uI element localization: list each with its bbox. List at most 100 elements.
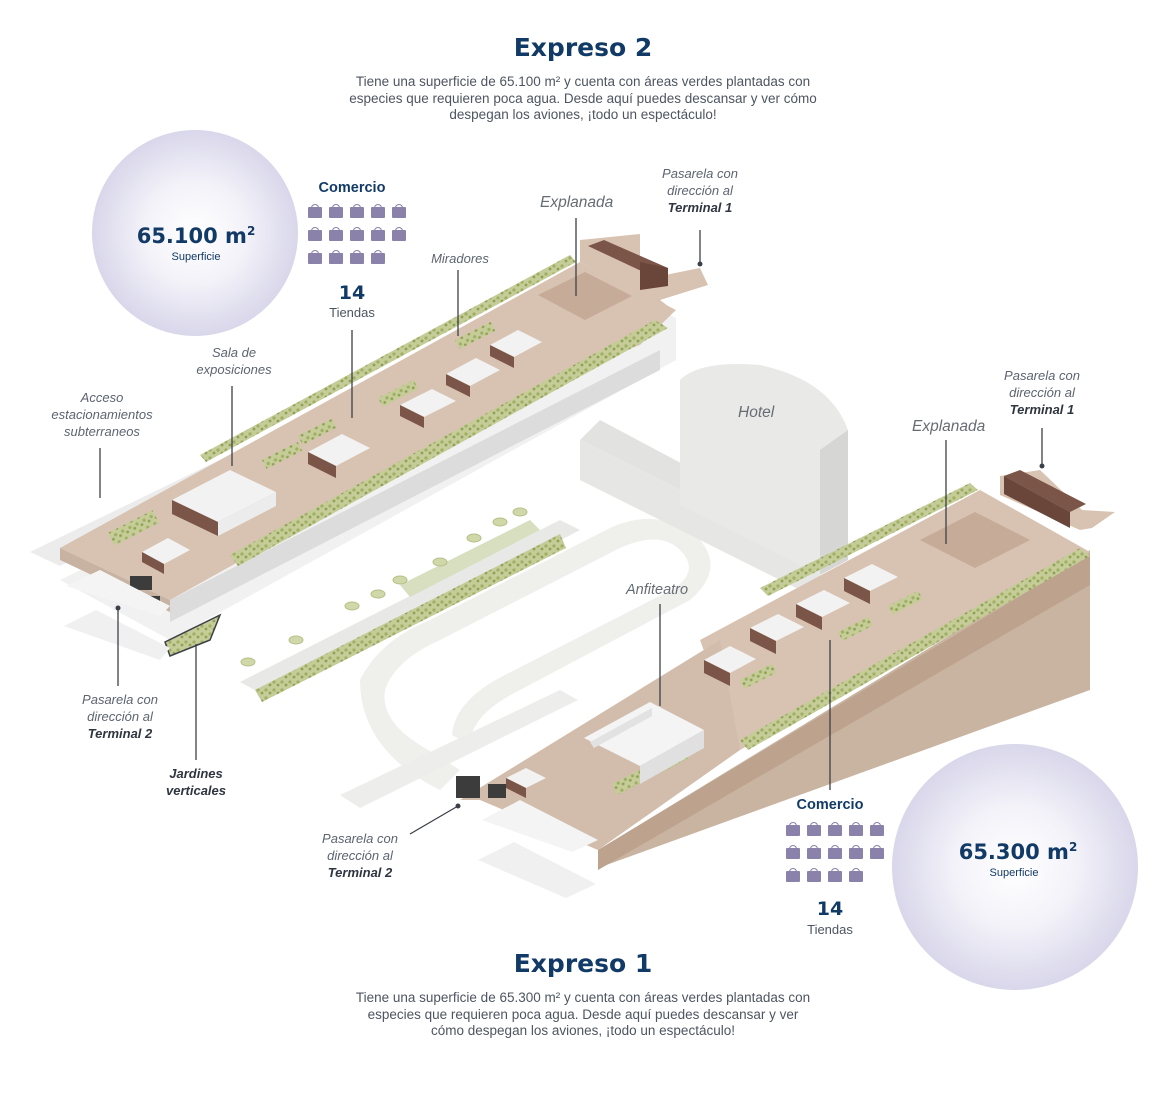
planter	[108, 510, 159, 546]
shopping-bag-icon	[786, 822, 800, 836]
area-superscript: 2	[1068, 840, 1078, 854]
expreso1-facade-front	[598, 554, 1090, 870]
shopping-bag-icon	[350, 204, 364, 218]
expreso2-tiendas-label: Tiendas	[329, 305, 375, 320]
hotel-tower	[680, 364, 848, 575]
label-line: Pasarela con	[1004, 368, 1080, 383]
planter	[740, 663, 777, 689]
shopping-bag-icon	[308, 204, 322, 218]
label-line: Sala de	[211, 345, 257, 360]
expreso2-desc-line: Tiene una superficie de 65.100 m² y cuen…	[355, 74, 811, 89]
amphitheater-walls	[640, 730, 704, 784]
label-pasarela-t1-top: Pasarela con dirección al Terminal 1	[640, 165, 760, 216]
shopping-bag-icon	[807, 822, 821, 836]
label-line: dirección al	[1009, 385, 1075, 400]
shopping-bag-icon	[849, 845, 863, 859]
shopping-bag-icon	[786, 868, 800, 882]
expreso1-tiendas-label: Tiendas	[807, 922, 853, 937]
expreso2-green-band-bottom	[230, 320, 668, 566]
expreso2-parking-1	[66, 570, 170, 616]
expreso1-green-band-top	[760, 483, 978, 596]
label-pasarela-t2-bottom: Pasarela con dirección al Terminal 2	[300, 830, 420, 881]
expreso1-description: Tiene una superficie de 65.300 m² y cuen…	[323, 990, 843, 1040]
expreso2-tiendas-count: 14	[338, 282, 366, 304]
shopping-bag-icon	[392, 227, 406, 241]
label-line: verticales	[166, 783, 226, 798]
label-line: Jardines	[169, 766, 223, 781]
expreso1-green-band-bottom	[740, 548, 1090, 750]
expreso1-title: Expreso 1	[513, 949, 653, 978]
expreso1-comercio-title: Comercio	[796, 797, 864, 813]
label-anfiteatro: Anfiteatro	[626, 582, 689, 598]
label-line: estacionamientos	[51, 407, 153, 422]
expreso2-facade-glass	[170, 350, 660, 622]
shopping-bag-icon	[849, 822, 863, 836]
planter	[887, 590, 923, 615]
shopping-bag-icon	[308, 250, 322, 264]
shopping-bag-icon	[329, 204, 343, 218]
label-line: Pasarela con	[322, 831, 398, 846]
label-line: exposiciones	[196, 362, 272, 377]
expreso1-desc-line: especies que requieren poca agua. Desde …	[367, 1006, 799, 1022]
planter-strip	[400, 520, 540, 597]
ground-road	[340, 690, 578, 808]
expreso1-area-label: Superficie	[989, 867, 1039, 879]
shopping-bag-icon	[371, 227, 385, 241]
label-line: Terminal 1	[1009, 402, 1075, 417]
label-line: Pasarela con	[82, 692, 158, 707]
leader-lines	[99, 218, 1043, 835]
shopping-bag-icon	[828, 845, 842, 859]
shopping-bag-icon	[350, 227, 364, 241]
expreso2-desc-line: despegan los aviones, ¡todo un espectácu…	[449, 107, 717, 122]
label-sala-exposiciones: Sala de exposiciones	[174, 344, 294, 378]
expreso1-desc-line: Tiene una superficie de 65.300 m² y cuen…	[355, 990, 811, 1005]
ground-runway-strip	[240, 520, 580, 694]
planter	[262, 441, 303, 469]
expreso1-bags	[786, 822, 884, 882]
shopping-bag-icon	[392, 204, 406, 218]
shopping-bag-icon	[308, 227, 322, 241]
label-line: Pasarela con	[662, 166, 738, 181]
expreso1-tiendas-count: 14	[816, 898, 844, 920]
expreso2-parking-2	[64, 610, 170, 660]
area-superscript: 2	[246, 224, 256, 238]
label-acceso-estacionamientos: Acceso estacionamientos subterraneos	[40, 389, 164, 440]
shopping-bag-icon	[329, 227, 343, 241]
shopping-bag-icon	[329, 250, 343, 264]
expreso2-green-band-top	[200, 255, 576, 462]
label-jardines-verticales: Jardines verticales	[136, 765, 256, 799]
shopping-bag-icon	[807, 845, 821, 859]
expreso1-explanada-square	[920, 512, 1030, 568]
shopping-bag-icon	[371, 204, 385, 218]
shopping-bag-icon	[371, 250, 385, 264]
label-pasarela-t2-left: Pasarela con dirección al Terminal 2	[60, 691, 180, 742]
trees-row	[240, 507, 528, 667]
expreso2-area-value: 65.100 m2	[136, 224, 256, 248]
hotel-tower-face	[820, 430, 848, 575]
leader-dots	[115, 261, 1045, 809]
label-line: Acceso	[80, 390, 124, 405]
expreso1-desc-line: cómo despegan los aviones, ¡todo un espe…	[431, 1023, 735, 1038]
expreso1-area-circle	[892, 744, 1138, 990]
expreso2-explanada-square	[538, 272, 632, 320]
expreso1-area-value: 65.300 m2	[958, 840, 1078, 864]
shopping-bag-icon	[828, 868, 842, 882]
expreso2-bags	[308, 204, 406, 264]
expreso2-title: Expreso 2	[513, 33, 653, 62]
expreso2-area-label: Superficie	[171, 251, 221, 263]
amphitheater	[584, 702, 704, 766]
label-explanada-top: Explanada	[540, 194, 614, 211]
planter-strip	[255, 534, 566, 702]
label-explanada-right: Explanada	[912, 418, 986, 435]
shopping-bag-icon	[828, 822, 842, 836]
label-miradores: Miradores	[431, 251, 489, 266]
label-line: dirección al	[87, 709, 153, 724]
shopping-bag-icon	[870, 845, 884, 859]
planter	[838, 616, 873, 641]
expreso1-buildings	[456, 470, 1086, 798]
label-hotel: Hotel	[738, 404, 775, 421]
expreso1-parking-1	[482, 800, 598, 852]
expreso1-parking-2	[478, 842, 596, 898]
shopping-bag-icon	[350, 250, 364, 264]
ground-loop	[360, 518, 711, 790]
